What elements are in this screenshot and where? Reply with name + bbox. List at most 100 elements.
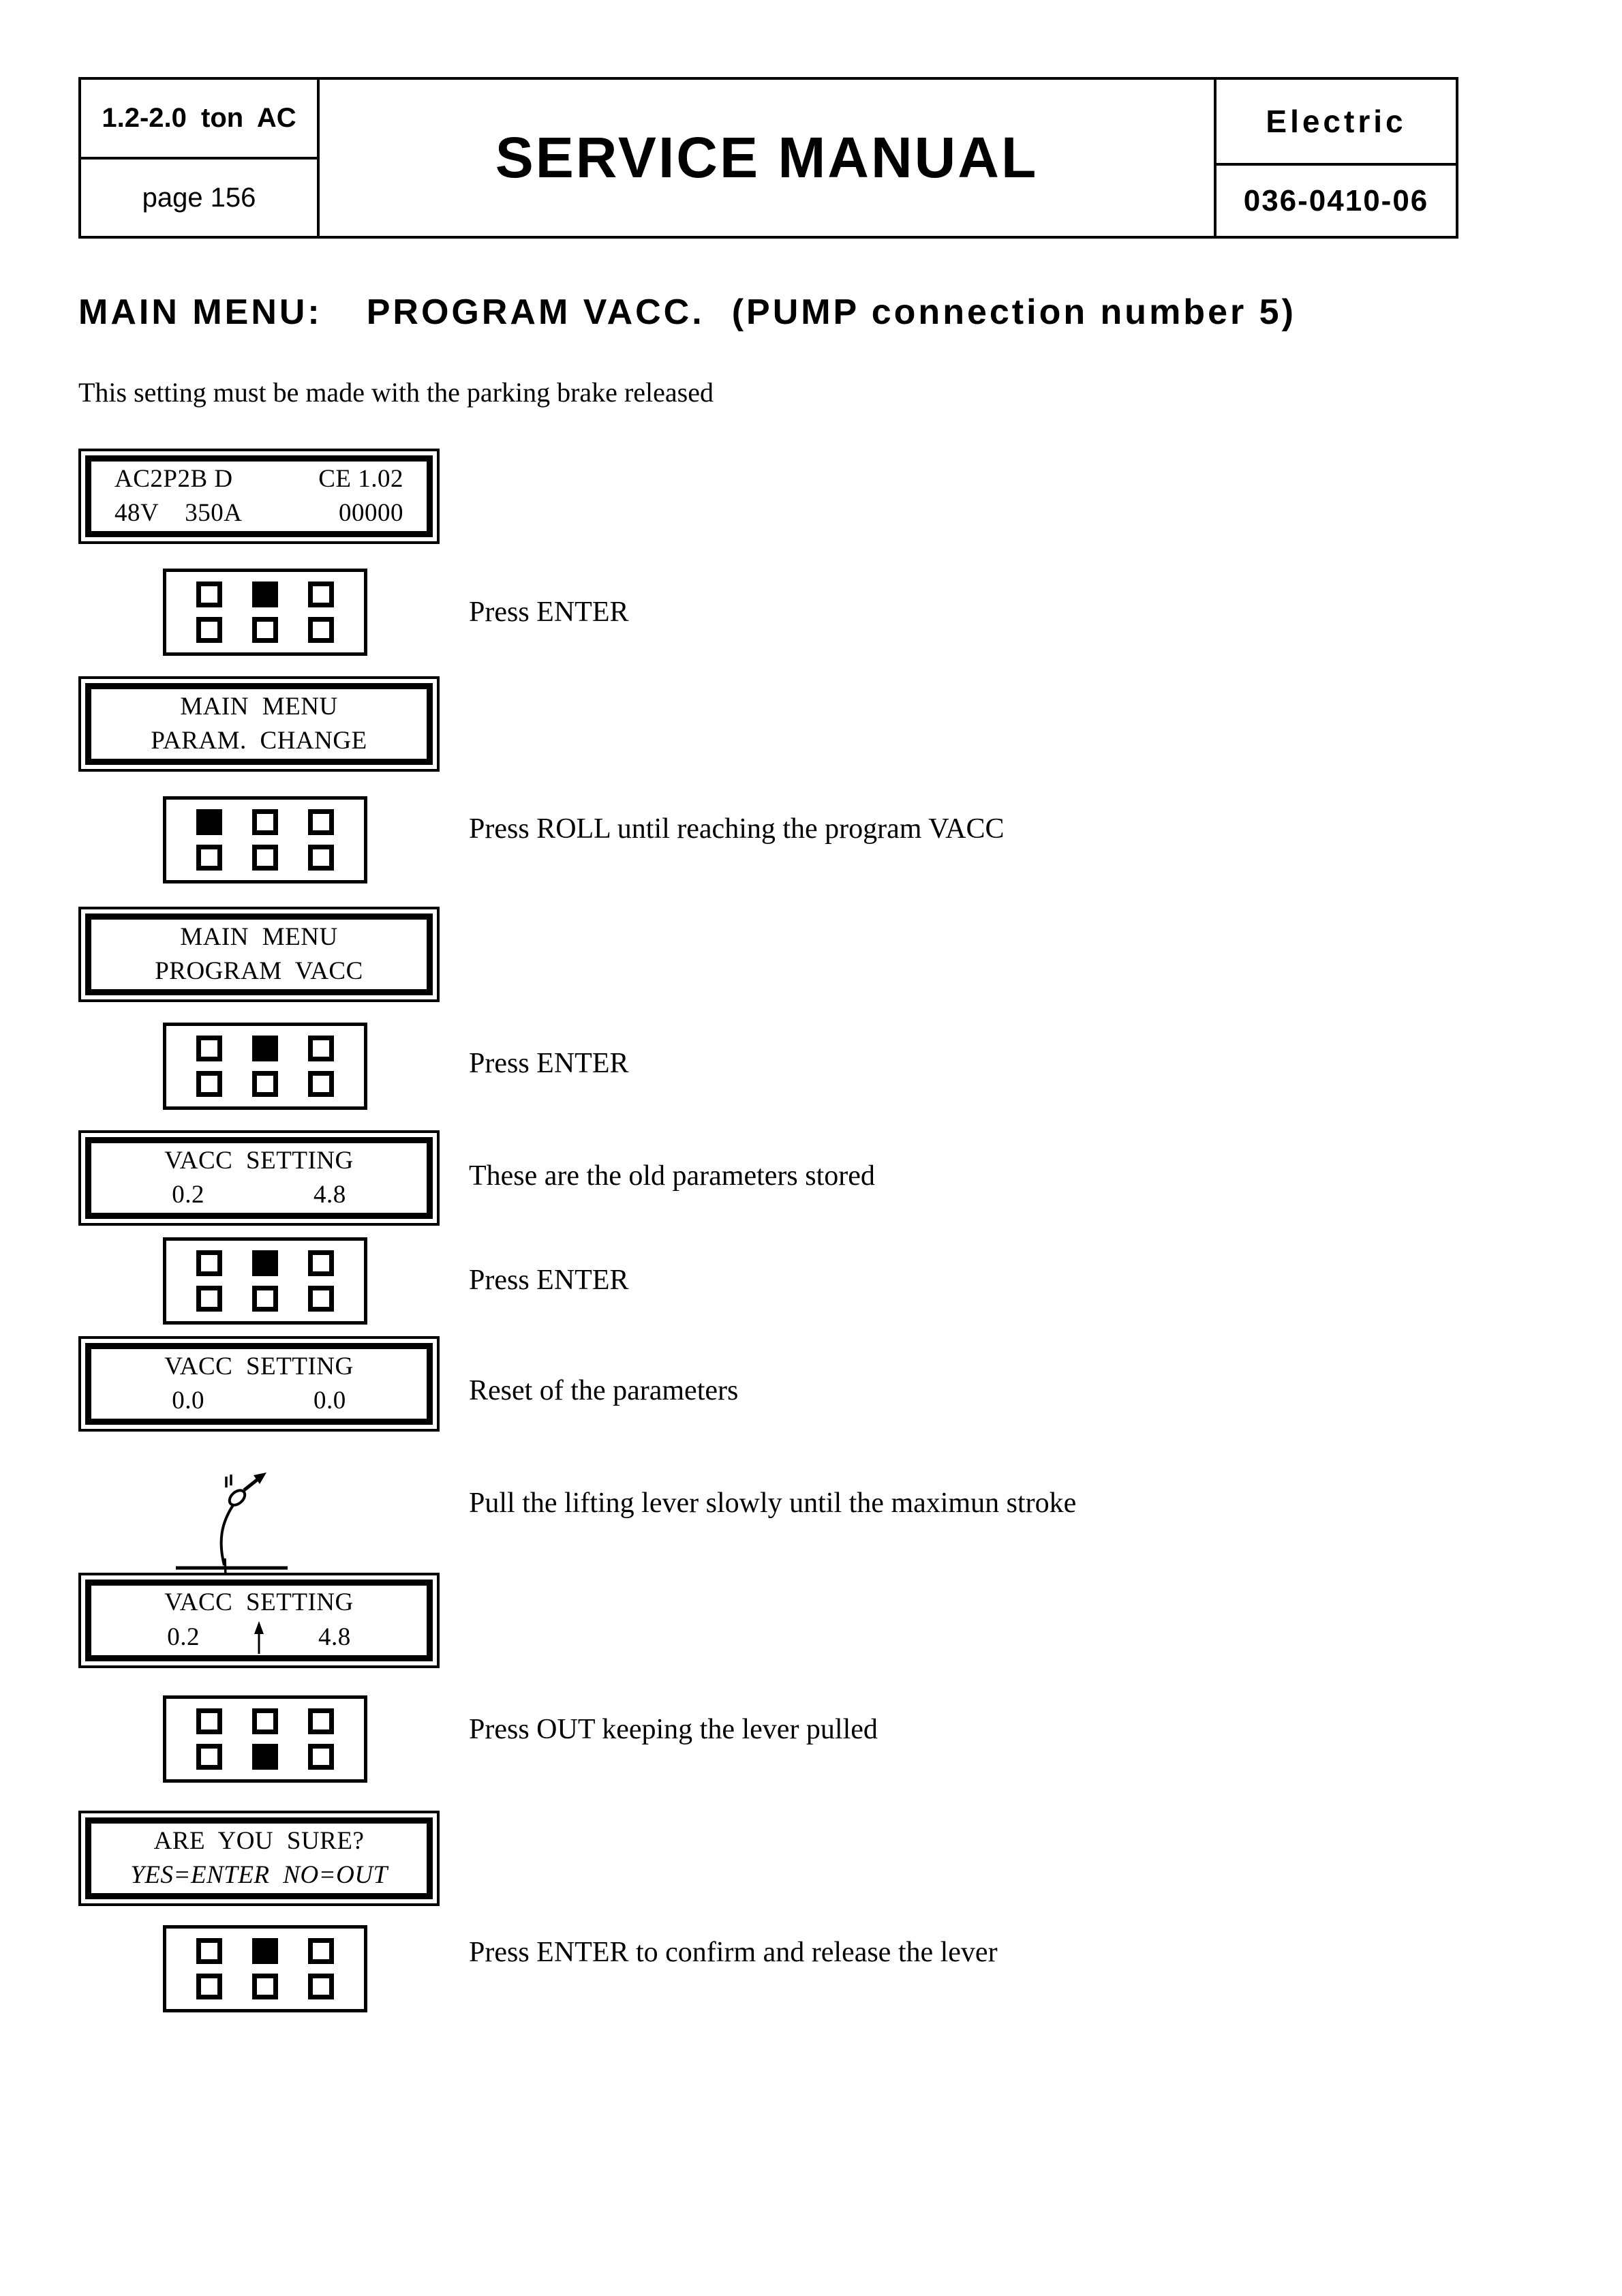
lcd-boot-version: CE 1.02 [318, 465, 403, 493]
key-bottom-left [196, 1071, 222, 1097]
key-bottom-right [308, 1744, 334, 1770]
key-bottom-right [308, 1071, 334, 1097]
key-bottom-left [196, 1974, 222, 1999]
instruction-step-3: Press ENTER [469, 1048, 629, 1079]
title-note: (PUMP connection number 5) [731, 292, 1296, 332]
lcd-confirm-screen: ARE YOU SURE? YES=ENTER NO=OUT [85, 1817, 433, 1899]
key-top-right [308, 581, 334, 607]
lcd-param-change-screen: MAIN MENU PARAM. CHANGE [85, 683, 433, 765]
manual-title: SERVICE MANUAL [495, 125, 1039, 190]
lifting-lever-icon [176, 1472, 288, 1576]
instruction-step-5: Press ENTER [469, 1265, 629, 1296]
lcd-vacc-reset-screen: VACC SETTING 0.0 0.0 [85, 1343, 433, 1425]
lcd-param-line1: MAIN MENU [180, 693, 338, 721]
lcd-vacc-old-title: VACC SETTING [164, 1147, 354, 1175]
key-top-left [196, 1938, 222, 1964]
key-top-left [196, 1250, 222, 1276]
intro-text: This setting must be made with the parki… [78, 377, 714, 408]
key-bottom-right [308, 617, 334, 643]
lcd-boot-line2: 48V 350A 00000 [91, 496, 427, 530]
lcd-vacc-line2: PROGRAM VACC [155, 957, 363, 985]
key-top-right [308, 1708, 334, 1734]
lcd-display-vacc-new: VACC SETTING 0.2 4.8 [78, 1573, 440, 1668]
keypad-step-2-roll [163, 796, 367, 883]
instruction-step-2: Press ROLL until reaching the program VA… [469, 813, 1005, 845]
instruction-step-1: Press ENTER [469, 596, 629, 628]
key-roll-pressed [196, 809, 222, 835]
lcd-display-vacc-reset: VACC SETTING 0.0 0.0 [78, 1336, 440, 1432]
instruction-step-9: Press ENTER to confirm and release the l… [469, 1937, 998, 1968]
lcd-vacc-old-screen: VACC SETTING 0.2 4.8 [85, 1137, 433, 1219]
lcd-vacc-reset-min: 0.0 [172, 1387, 204, 1415]
lcd-vacc-new-values: 0.2 4.8 [91, 1620, 427, 1655]
key-enter-pressed [252, 1250, 278, 1276]
lcd-display-confirm: ARE YOU SURE? YES=ENTER NO=OUT [78, 1811, 440, 1906]
key-enter-pressed [252, 1938, 278, 1964]
lcd-vacc-old-max: 4.8 [313, 1181, 346, 1209]
key-top-right [308, 1250, 334, 1276]
lcd-vacc-old-values: 0.2 4.8 [91, 1178, 427, 1212]
keypad-step-1-enter [163, 569, 367, 656]
lcd-boot-current: 350A [185, 499, 243, 527]
instruction-step-4: These are the old parameters stored [469, 1160, 875, 1192]
header-right-cell: Electric 036-0410-06 [1214, 80, 1456, 236]
lcd-confirm-question: ARE YOU SURE? [153, 1827, 365, 1855]
keypad-step-5-out [163, 1695, 367, 1783]
key-top-left [196, 581, 222, 607]
header-left-cell: 1.2-2.0 ton AC page 156 [81, 80, 320, 236]
lcd-boot-counter: 00000 [339, 499, 403, 527]
lcd-program-vacc-screen: MAIN MENU PROGRAM VACC [85, 913, 433, 995]
lcd-vacc-old-min: 0.2 [172, 1181, 204, 1209]
key-bottom-left [196, 845, 222, 871]
brand-label: Electric [1216, 80, 1456, 166]
key-bottom-middle [252, 617, 278, 643]
lcd-boot-screen: AC2P2B D CE 1.02 48V 350A 00000 [85, 455, 433, 537]
page-number-label: page 156 [142, 182, 256, 213]
key-bottom-right [308, 1974, 334, 1999]
keypad-step-3-enter [163, 1023, 367, 1110]
lcd-display-program-vacc: MAIN MENU PROGRAM VACC [78, 907, 440, 1002]
page-title: MAIN MENU: PROGRAM VACC. (PUMP connection … [78, 292, 1296, 333]
key-bottom-right [308, 1286, 334, 1312]
lcd-display-param-change: MAIN MENU PARAM. CHANGE [78, 676, 440, 772]
key-bottom-left [196, 617, 222, 643]
instruction-step-8: Press OUT keeping the lever pulled [469, 1714, 878, 1745]
lcd-boot-voltage: 48V [114, 499, 159, 527]
instruction-step-6: Reset of the parameters [469, 1375, 739, 1406]
key-bottom-right [308, 845, 334, 871]
key-enter-pressed [252, 1036, 278, 1061]
lcd-boot-model: AC2P2B D [114, 465, 233, 493]
lcd-boot-line1: AC2P2B D CE 1.02 [91, 462, 427, 496]
doc-number-label: 036-0410-06 [1243, 183, 1429, 217]
key-top-middle [252, 1708, 278, 1734]
lcd-vacc-new-screen: VACC SETTING 0.2 4.8 [85, 1580, 433, 1661]
lcd-vacc-reset-title: VACC SETTING [164, 1353, 354, 1380]
key-bottom-left [196, 1744, 222, 1770]
key-top-right [308, 1938, 334, 1964]
lcd-vacc-reset-max: 0.0 [313, 1387, 346, 1415]
key-bottom-middle [252, 1286, 278, 1312]
lcd-param-line2: PARAM. CHANGE [151, 727, 367, 755]
key-top-right [308, 809, 334, 835]
lcd-vacc-new-max: 4.8 [318, 1623, 351, 1651]
lcd-vacc-new-min: 0.2 [167, 1623, 200, 1651]
key-out-pressed [252, 1744, 278, 1770]
lcd-confirm-options: YES=ENTER NO=OUT [130, 1861, 388, 1889]
keypad-step-4-enter [163, 1237, 367, 1325]
lcd-display-vacc-old: VACC SETTING 0.2 4.8 [78, 1130, 440, 1226]
key-top-right [308, 1036, 334, 1061]
instruction-step-7: Pull the lifting lever slowly until the … [469, 1487, 1077, 1519]
title-program-label: PROGRAM VACC. [366, 292, 705, 332]
lcd-display-boot: AC2P2B D CE 1.02 48V 350A 00000 [78, 449, 440, 544]
key-top-left [196, 1708, 222, 1734]
key-top-left [196, 1036, 222, 1061]
key-bottom-middle [252, 1974, 278, 1999]
header-box: 1.2-2.0 ton AC page 156 SERVICE MANUAL E… [78, 77, 1458, 239]
title-menu-label: MAIN MENU: [78, 292, 322, 332]
lcd-vacc-new-title: VACC SETTING [164, 1588, 354, 1616]
key-bottom-middle [252, 845, 278, 871]
key-top-middle [252, 809, 278, 835]
key-bottom-left [196, 1286, 222, 1312]
lcd-vacc-line1: MAIN MENU [180, 923, 338, 951]
